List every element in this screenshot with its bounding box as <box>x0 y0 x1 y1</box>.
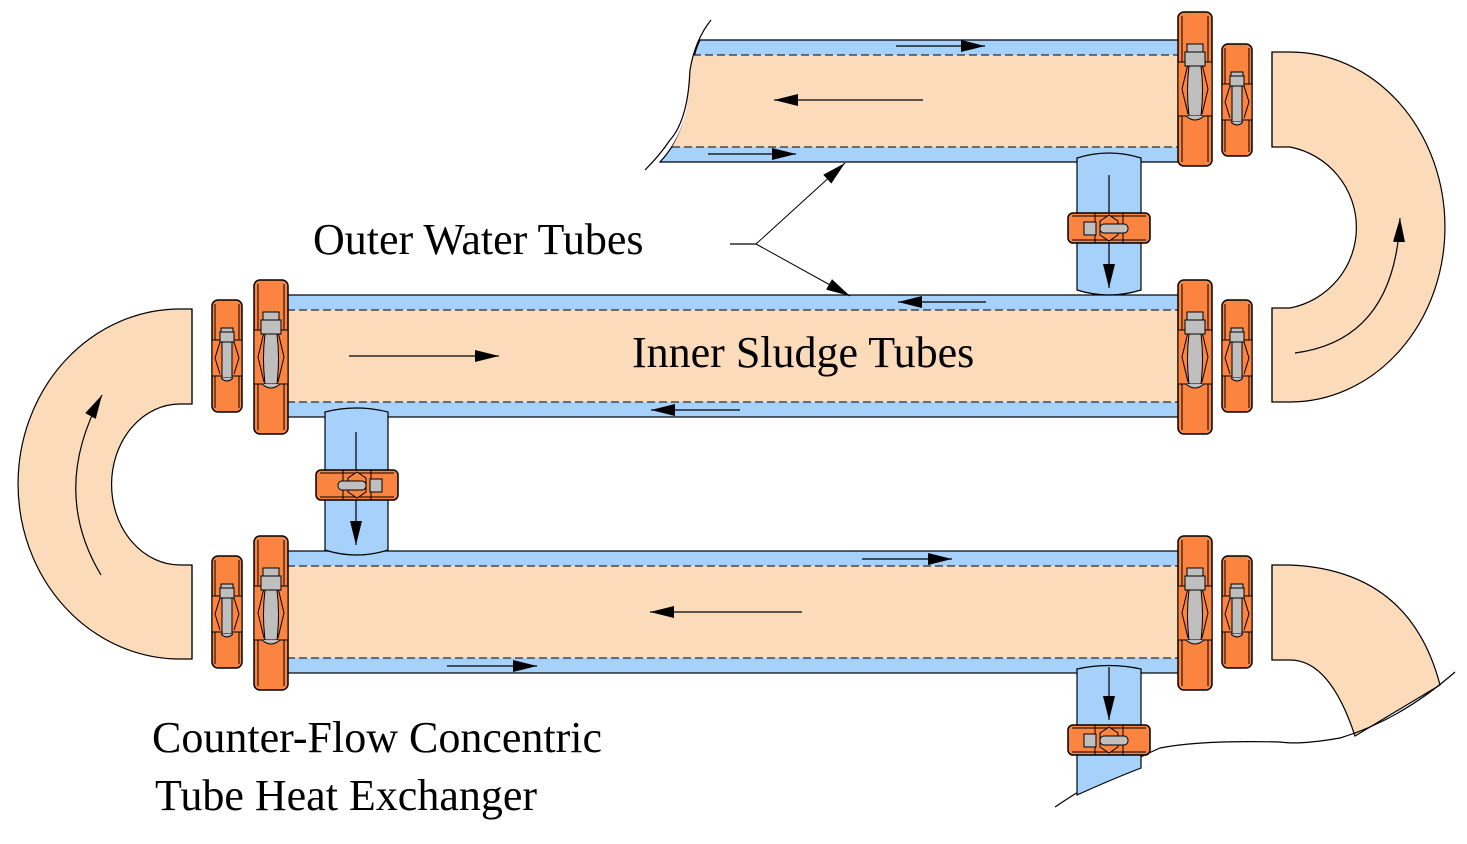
caption-line-2: Tube Heat Exchanger <box>155 771 537 820</box>
coupling-top-right-small <box>1221 43 1253 157</box>
top-pipe <box>644 19 1181 171</box>
right-bend-flow-arrow <box>1294 217 1406 354</box>
right-u-bend <box>1271 51 1446 403</box>
coupling-bottom-right-large <box>1177 535 1213 691</box>
coupling-middle-right-large <box>1177 279 1213 435</box>
inner-sludge-tubes-label: Inner Sludge Tubes <box>632 328 974 377</box>
outer-water-tubes-label: Outer Water Tubes <box>313 215 644 264</box>
coupling-bottom-left-large <box>253 535 289 691</box>
coupling-middle-left-small <box>211 299 243 413</box>
middle-left-connector <box>315 407 399 556</box>
bottom-right-connector <box>1067 664 1151 796</box>
top-right-connector <box>1067 152 1151 296</box>
bottom-pipe <box>286 550 1181 674</box>
left-bend-flow-arrow <box>75 394 103 576</box>
coupling-middle-right-small <box>1221 299 1253 413</box>
coupling-top-right-large <box>1177 11 1213 167</box>
outer-tubes-leader-lines <box>730 162 851 297</box>
middle-pipe <box>286 294 1181 418</box>
coupling-bottom-left-small <box>211 555 243 669</box>
coupling-middle-left-large <box>253 279 289 435</box>
caption-line-1: Counter-Flow Concentric <box>152 713 602 762</box>
left-u-bend <box>17 308 193 660</box>
coupling-bottom-right-small <box>1221 555 1253 669</box>
top-pipe-break-line <box>644 19 712 171</box>
